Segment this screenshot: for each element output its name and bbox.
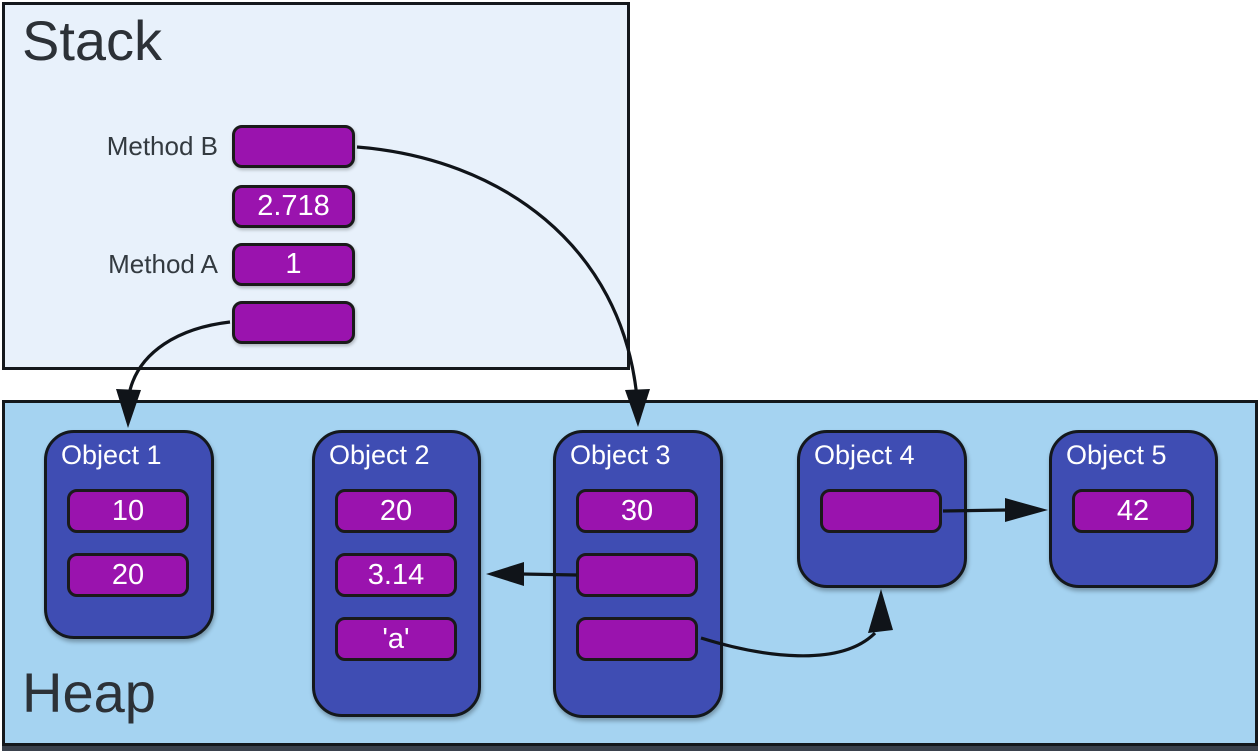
stack-slot-value-2718: 2.718 (232, 185, 355, 228)
heap-object-5: Object 5 42 (1049, 430, 1218, 588)
heap-title: Heap (22, 661, 156, 724)
object-3-slot-ref-object4 (576, 617, 698, 661)
object-1-slot-1: 10 (67, 489, 189, 533)
object-4-title: Object 4 (814, 440, 915, 470)
method-a-label: Method A (108, 249, 218, 279)
object-5-slot-1: 42 (1072, 489, 1194, 533)
stack-slot-value-1: 1 (232, 243, 355, 286)
stack-slot-ref-object1 (232, 301, 355, 344)
object-2-slot-1: 20 (335, 489, 457, 533)
object-2-slot-2: 3.14 (335, 553, 457, 597)
object-4-slot-ref-object5 (820, 489, 942, 533)
heap-object-2: Object 2 20 3.14 'a' (312, 430, 481, 717)
stack-slot-ref-object3 (232, 125, 355, 168)
object-2-title: Object 2 (329, 440, 430, 470)
object-3-slot-1: 30 (576, 489, 698, 533)
heap-object-3: Object 3 30 (553, 430, 723, 718)
object-3-title: Object 3 (570, 440, 671, 470)
object-1-title: Object 1 (61, 440, 162, 470)
object-5-title: Object 5 (1066, 440, 1167, 470)
stack-title: Stack (22, 9, 163, 72)
heap-object-1: Object 1 10 20 (44, 430, 214, 639)
object-1-slot-2: 20 (67, 553, 189, 597)
method-b-label: Method B (106, 131, 218, 161)
heap-object-4: Object 4 (797, 430, 967, 588)
object-3-slot-ref-object2 (576, 553, 698, 597)
heap-region: Heap Object 1 10 20 Object 2 20 3.14 'a'… (2, 400, 1258, 746)
object-2-slot-3: 'a' (335, 617, 457, 661)
stack-region: Stack Method B Method A 2.718 1 (2, 2, 630, 370)
